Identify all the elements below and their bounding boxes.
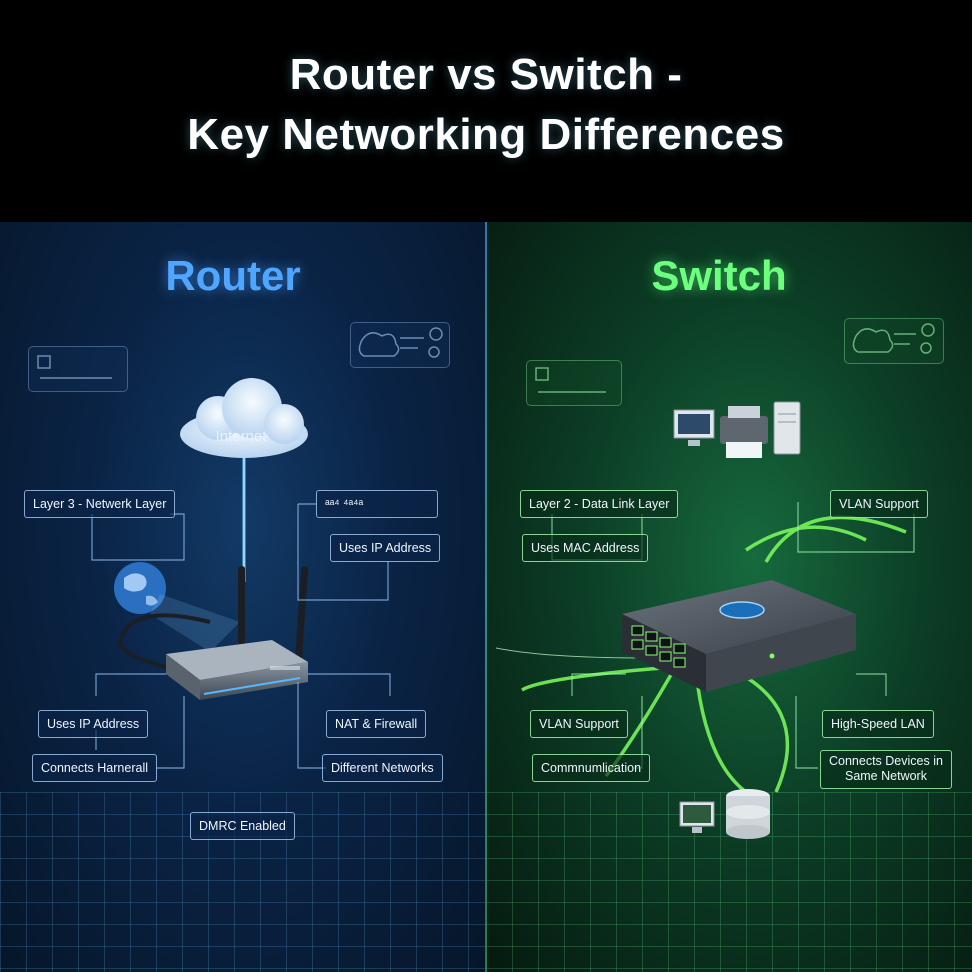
server-tower-icon <box>773 401 801 455</box>
switch-device-icon <box>622 580 856 692</box>
info-widget-right <box>350 322 450 368</box>
router-uses-ip-right: Uses IP Address <box>330 534 441 562</box>
computer-icon <box>673 409 715 446</box>
globe-icon <box>114 562 166 614</box>
internet-label: Internet <box>215 428 267 445</box>
info-widget-right <box>844 318 944 364</box>
router-glyph-label: ᵃᵃ⁴ ⁴ᵃ⁴ᵃ <box>316 490 438 518</box>
switch-communication-label: Commnumlication <box>532 754 651 782</box>
panel-divider <box>485 222 487 972</box>
router-heading: Router <box>165 252 301 299</box>
router-different-label: Different Networks <box>322 754 443 782</box>
page-title-line-1: Router vs Switch - <box>289 50 683 99</box>
switch-connects-label: Connects Devices in Same Network <box>820 750 952 789</box>
switch-panel: Switch <box>486 222 972 972</box>
cloud-icon <box>180 378 308 458</box>
router-connectors <box>37 327 443 769</box>
switch-vlan-top-label: VLAN Support <box>830 490 928 518</box>
monitor-icon <box>679 801 715 833</box>
title-bar: Router vs Switch - Key Networking Differ… <box>0 0 972 222</box>
router-connects-label: Connects Harnerall <box>32 754 157 782</box>
info-widget-left <box>28 346 128 392</box>
switch-layer-label: Layer 2 - Data Link Layer <box>520 490 679 518</box>
switch-connectors <box>495 323 935 839</box>
switch-connects-line-2: Same Network <box>844 769 927 783</box>
switch-connects-line-1: Connects Devices in <box>829 754 943 768</box>
switch-vlan-bottom-label: VLAN Support <box>530 710 628 738</box>
printer-icon <box>720 406 768 458</box>
router-device-icon <box>166 640 308 700</box>
router-dmrc-label: DMRC Enabled <box>190 812 295 840</box>
switch-mac-label: Uses MAC Address <box>522 534 649 562</box>
database-icon <box>726 789 770 839</box>
page-title-line-2: Key Networking Differences <box>187 110 785 159</box>
router-uses-ip-left: Uses IP Address <box>38 710 149 738</box>
router-nat-label: NAT & Firewall <box>326 710 427 738</box>
switch-high-speed-label: High-Speed LAN <box>822 710 934 738</box>
router-panel: Router <box>0 222 486 972</box>
router-layer-label: Layer 3 - Netwerk Layer <box>24 490 176 518</box>
switch-heading: Switch <box>651 252 787 299</box>
